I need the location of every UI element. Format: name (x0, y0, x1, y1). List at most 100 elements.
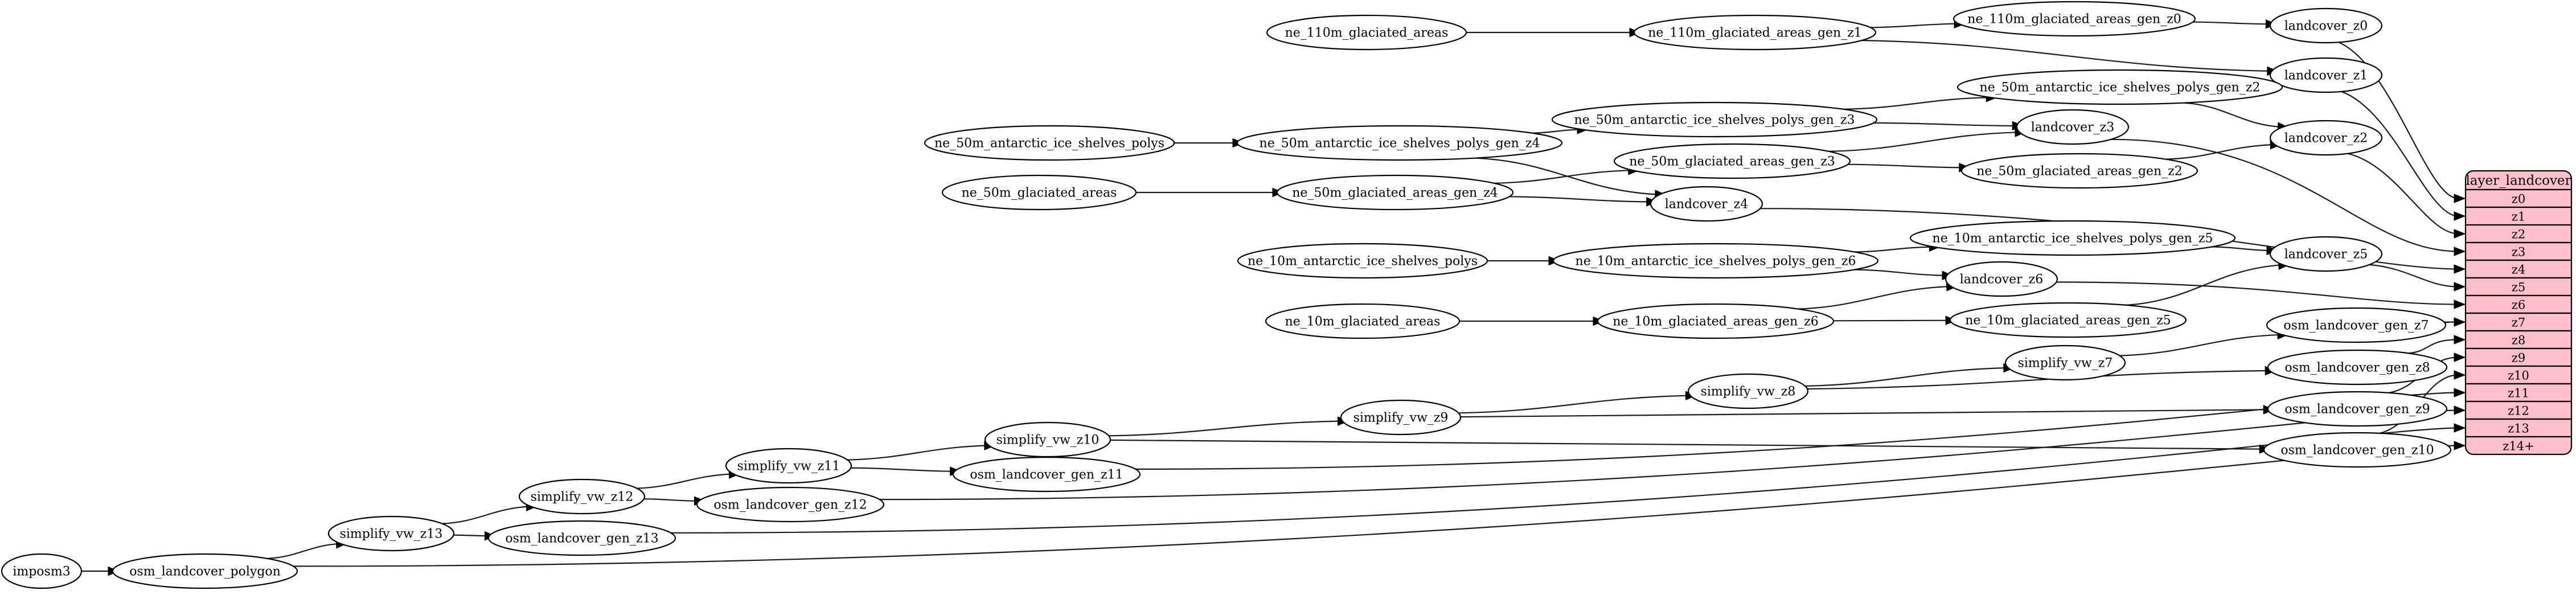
edge-osm_landcover_gen_z7--to--layer_landcover_z7 (2444, 321, 2459, 323)
node-ne_50m_glaciated_areas_gen_z4[interactable]: ne_50m_glaciated_areas_gen_z4 (1276, 174, 1514, 211)
node-ne_50m_antarctic_ice_shelves_polys_gen_z4[interactable]: ne_50m_antarctic_ice_shelves_polys_gen_z… (1236, 125, 1563, 161)
edge-arrowhead (2454, 405, 2466, 415)
node-osm_landcover_gen_z10[interactable]: osm_landcover_gen_z10 (2263, 432, 2452, 468)
node-osm_landcover_gen_z9[interactable]: osm_landcover_gen_z9 (2267, 391, 2448, 427)
edge-ne_10m_glaciated_areas_gen_z5--to--landcover_z5 (2126, 264, 2283, 306)
node-landcover_z4[interactable]: landcover_z4 (1650, 186, 1763, 222)
edge-ne_50m_antarctic_ice_shelves_polys_gen_z3--to--landcover_z3 (1873, 122, 2017, 127)
node-shape (941, 174, 1137, 211)
node-shape (1949, 302, 2187, 338)
node-ne_50m_antarctic_ice_shelves_polys[interactable]: ne_50m_antarctic_ice_shelves_polys (924, 125, 1175, 161)
table-row-label: z10 (2508, 369, 2529, 383)
node-osm_landcover_gen_z8[interactable]: osm_landcover_gen_z8 (2267, 349, 2448, 386)
node-osm_landcover_gen_z7[interactable]: osm_landcover_gen_z7 (2266, 307, 2447, 343)
node-ne_110m_glaciated_areas_gen_z1[interactable]: ne_110m_glaciated_areas_gen_z1 (1633, 14, 1877, 51)
edge-simplify_vw_z11--to--simplify_vw_z10 (847, 445, 988, 461)
table-row-label: z6 (2512, 298, 2525, 312)
node-osm_landcover_gen_z12[interactable]: osm_landcover_gen_z12 (696, 486, 885, 523)
node-shape (2269, 7, 2383, 44)
node-shape (1597, 303, 1835, 339)
node-landcover_z2[interactable]: landcover_z2 (2269, 120, 2383, 156)
node-label: osm_landcover_gen_z12 (713, 498, 867, 512)
table-header-label: layer_landcover (2466, 174, 2571, 188)
node-simplify_vw_z7[interactable]: simplify_vw_z7 (2004, 345, 2126, 381)
node-ne_10m_antarctic_ice_shelves_polys[interactable]: ne_10m_antarctic_ice_shelves_polys (1237, 243, 1488, 279)
node-simplify_vw_z8[interactable]: simplify_vw_z8 (1687, 373, 1809, 409)
node-osm_landcover_gen_z13[interactable]: osm_landcover_gen_z13 (487, 520, 676, 556)
node-landcover_z1[interactable]: landcover_z1 (2269, 57, 2383, 93)
edge-ne_50m_glaciated_areas_gen_z3--to--ne_50m_glaciated_areas_gen_z2 (1848, 163, 1963, 169)
node-imposm3[interactable]: imposm3 (1, 553, 83, 589)
node-label: simplify_vw_z9 (1353, 411, 1449, 425)
table-row-z14plus[interactable] (2464, 436, 2573, 456)
node-simplify_vw_z12[interactable]: simplify_vw_z12 (518, 478, 646, 515)
node-shape (2269, 57, 2383, 93)
node-shape (1909, 220, 2236, 256)
table-row-label: z11 (2508, 387, 2529, 400)
node-ne_50m_antarctic_ice_shelves_polys_gen_z3[interactable]: ne_50m_antarctic_ice_shelves_polys_gen_z… (1551, 101, 1878, 138)
table-row-label: z5 (2512, 281, 2525, 294)
node-label: landcover_z3 (2031, 121, 2115, 135)
node-shape (2016, 109, 2130, 145)
edge-arrowhead (2454, 229, 2466, 239)
table-header-cell (2464, 170, 2573, 191)
node-simplify_vw_z11[interactable]: simplify_vw_z11 (725, 448, 852, 484)
node-simplify_vw_z13[interactable]: simplify_vw_z13 (327, 515, 455, 552)
node-label: simplify_vw_z10 (996, 433, 1100, 448)
table-row-label: z12 (2508, 404, 2529, 418)
node-label: osm_landcover_gen_z13 (505, 532, 658, 546)
node-label: ne_50m_antarctic_ice_shelves_polys_gen_z… (1574, 113, 1855, 128)
node-ne_10m_antarctic_ice_shelves_polys_gen_z6[interactable]: ne_10m_antarctic_ice_shelves_polys_gen_z… (1552, 243, 1879, 279)
node-label: osm_landcover_gen_z8 (2284, 361, 2430, 375)
node-label: simplify_vw_z11 (737, 460, 840, 474)
node-ne_10m_antarctic_ice_shelves_polys_gen_z5[interactable]: ne_10m_antarctic_ice_shelves_polys_gen_z… (1909, 220, 2236, 256)
node-label: landcover_z0 (2284, 19, 2368, 34)
node-shape (952, 456, 1141, 493)
edge-arrowhead (2454, 317, 2466, 327)
node-label: osm_landcover_gen_z7 (2283, 319, 2429, 333)
edge-arrowhead (2454, 352, 2466, 362)
node-simplify_vw_z10[interactable]: simplify_vw_z10 (984, 421, 1111, 458)
node-shape (2263, 432, 2452, 468)
node-shape (1340, 399, 1462, 436)
node-ne_110m_glaciated_areas[interactable]: ne_110m_glaciated_areas (1266, 14, 1467, 51)
node-osm_landcover_gen_z11[interactable]: osm_landcover_gen_z11 (952, 456, 1141, 493)
node-label: ne_10m_glaciated_areas_gen_z6 (1613, 315, 1819, 329)
edge-ne_50m_antarctic_ice_shelves_polys_gen_z4--to--ne_50m_antarctic_ice_shelves_polys_gen_z3 (1532, 129, 1582, 134)
node-landcover_z3[interactable]: landcover_z3 (2016, 109, 2130, 145)
node-landcover_z6[interactable]: landcover_z6 (1945, 261, 2058, 297)
node-shape (1, 553, 83, 589)
node-label: ne_50m_glaciated_areas_gen_z2 (1976, 165, 2183, 179)
node-ne_50m_glaciated_areas[interactable]: ne_50m_glaciated_areas (941, 174, 1137, 211)
node-ne_10m_glaciated_areas[interactable]: ne_10m_glaciated_areas (1265, 303, 1461, 339)
node-ne_50m_glaciated_areas_gen_z2[interactable]: ne_50m_glaciated_areas_gen_z2 (1960, 153, 2198, 189)
layer-landcover-table[interactable]: layer_landcoverz0z1z2z3z4z5z6z7z8z9z10z1… (2464, 170, 2573, 456)
node-ne_50m_glaciated_areas_gen_z3[interactable]: ne_50m_glaciated_areas_gen_z3 (1613, 143, 1851, 179)
table-row-label: z8 (2512, 334, 2525, 347)
node-landcover_z0[interactable]: landcover_z0 (2269, 7, 2383, 44)
node-osm_landcover_polygon[interactable]: osm_landcover_polygon (112, 553, 298, 589)
node-label: osm_landcover_gen_z11 (970, 468, 1123, 482)
table-row-label: z4 (2512, 263, 2525, 277)
node-ne_10m_glaciated_areas_gen_z5[interactable]: ne_10m_glaciated_areas_gen_z5 (1949, 302, 2187, 338)
node-shape (2269, 120, 2383, 156)
node-landcover_z5[interactable]: landcover_z5 (2269, 236, 2383, 272)
node-shape (1650, 186, 1763, 222)
node-shape (2266, 307, 2447, 343)
node-ne_110m_glaciated_areas_gen_z0[interactable]: ne_110m_glaciated_areas_gen_z0 (1952, 1, 2196, 37)
table-row-label: z7 (2512, 316, 2525, 330)
node-label: landcover_z5 (2284, 248, 2368, 262)
node-simplify_vw_z9[interactable]: simplify_vw_z9 (1340, 399, 1462, 436)
edge-arrowhead (2454, 423, 2466, 433)
edge-arrowhead (2454, 300, 2466, 309)
node-label: ne_50m_antarctic_ice_shelves_polys_gen_z… (1260, 137, 1540, 151)
node-shape (1551, 101, 1878, 138)
node-label: osm_landcover_gen_z10 (2280, 444, 2434, 458)
node-ne_50m_antarctic_ice_shelves_polys_gen_z2[interactable]: ne_50m_antarctic_ice_shelves_polys_gen_z… (1956, 69, 2283, 105)
edge-ne_10m_antarctic_ice_shelves_polys_gen_z6--to--ne_10m_antarctic_ice_shelves_polys_gen_z5 (1854, 246, 1934, 253)
node-label: ne_10m_antarctic_ice_shelves_polys (1248, 255, 1478, 269)
node-shape (1236, 125, 1563, 161)
edge-ne_50m_glaciated_areas_gen_z2--to--landcover_z2 (2165, 143, 2275, 160)
node-ne_10m_glaciated_areas_gen_z6[interactable]: ne_10m_glaciated_areas_gen_z6 (1597, 303, 1835, 339)
